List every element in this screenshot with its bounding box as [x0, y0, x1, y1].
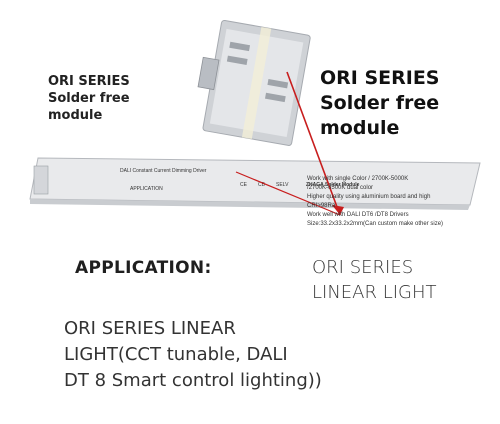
driver-mark-ce: CE [240, 182, 248, 188]
small-caption-line: Solder free [48, 91, 130, 106]
description-line: DT 8 Smart control lighting)) [64, 370, 322, 391]
dali-driver: DALI Constant Current Dimming Driver APP… [29, 157, 481, 210]
linear-light-line: ORI SERIES [312, 257, 414, 278]
led-module [197, 19, 311, 146]
spec-line: CRI>98Ra [307, 203, 336, 209]
small-caption-line: ORI SERIES [48, 74, 130, 89]
driver-label-mid: APPLICATION [130, 186, 163, 192]
spec-line: Work with single Color / 2700K-5000K [307, 176, 409, 182]
small-caption-line: module [48, 108, 103, 123]
spec-line: Higher quality using aluminium board and… [307, 194, 431, 200]
driver-label-top: DALI Constant Current Dimming Driver [120, 168, 207, 174]
large-caption-line: Solder free [320, 92, 440, 114]
module-spec-sheet: Work with single Color / 2700K-5000K /27… [307, 175, 482, 229]
description-line: LIGHT(CCT tunable, DALI [64, 344, 288, 365]
application-description: ORI SERIES LINEAR LIGHT(CCT tunable, DAL… [64, 316, 484, 394]
small-caption: ORI SERIES Solder free module [48, 73, 130, 124]
arrow-head [332, 205, 344, 215]
linear-light-caption: ORI SERIES LINEAR LIGHT [312, 255, 437, 305]
large-caption: ORI SERIES Solder free module [320, 66, 440, 141]
large-caption-line: module [320, 117, 400, 139]
pointer-arrow-2 [235, 171, 341, 216]
driver-mark-cb: CB [258, 182, 266, 188]
driver-mark-selv: SELV [276, 182, 289, 188]
large-caption-line: ORI SERIES [320, 67, 440, 89]
pointer-arrow-1 [286, 71, 341, 216]
spec-line: Size:33.2x33.2x2mm(Can custom make other… [307, 221, 444, 227]
description-line: ORI SERIES LINEAR [64, 318, 236, 339]
spec-line: /2700K-6500K dual color [307, 185, 374, 191]
linear-light-line: LINEAR LIGHT [312, 282, 437, 303]
spec-line: Work well with DALI DT6 /DT8 Drivers [307, 212, 409, 218]
module-name: ZHAGA Solder Module [306, 182, 360, 188]
application-heading: APPLICATION: [75, 258, 212, 278]
